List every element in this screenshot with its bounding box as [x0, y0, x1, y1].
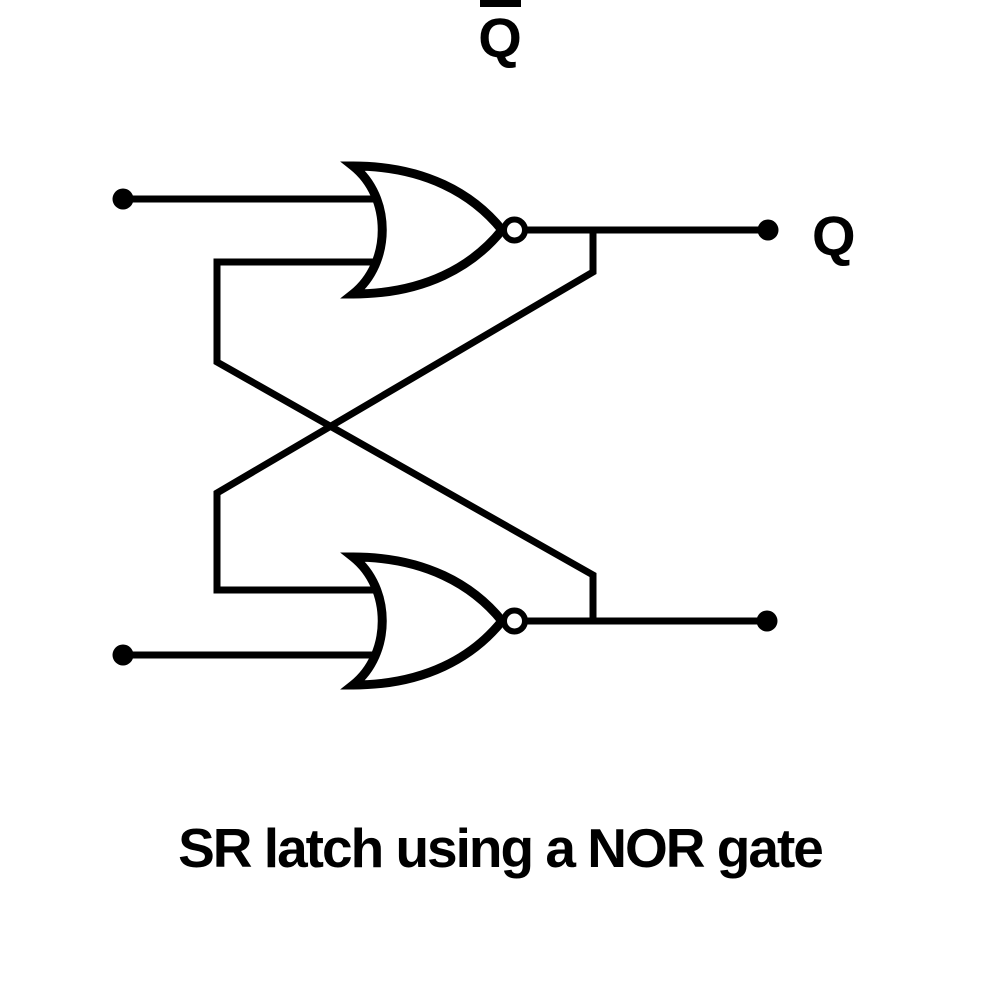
- bottom-nor-inversion-bubble: [501, 607, 528, 635]
- feedback-wire-qbar-to-top-gate: [213, 258, 597, 621]
- bottom-input-terminal-dot: [112, 644, 134, 666]
- feedback-wire-q-to-bottom-gate: [213, 230, 597, 594]
- q-output-label: Q: [812, 204, 856, 267]
- qbar-output-terminal-dot: [756, 610, 778, 632]
- qbar-letter: Q: [478, 6, 522, 69]
- qbar-overline: [479, 0, 521, 7]
- diagram-caption: SR latch using a NOR gate: [178, 817, 824, 879]
- q-output-terminal-dot: [757, 219, 779, 241]
- top-nor-inversion-bubble: [501, 216, 528, 244]
- top-nor-gate: [340, 161, 508, 299]
- top-input-terminal-dot: [112, 188, 134, 210]
- qbar-output-label: Q: [0, 0, 1000, 66]
- bottom-nor-gate: [340, 552, 508, 690]
